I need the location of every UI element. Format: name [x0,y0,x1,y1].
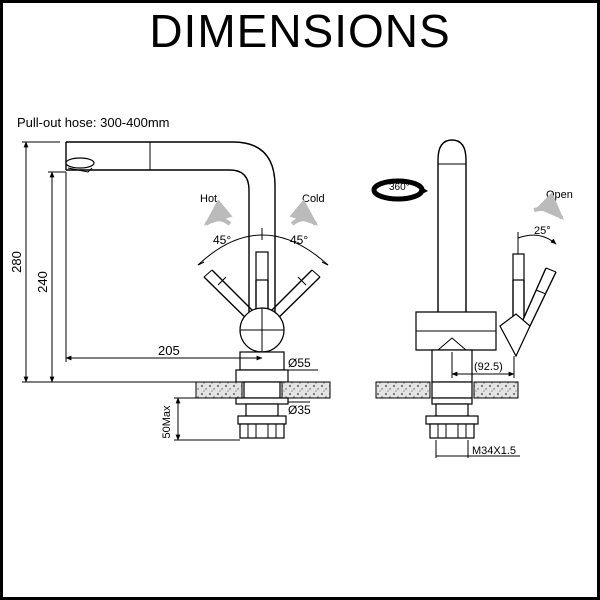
page-title: DIMENSIONS [149,5,451,57]
dim-280-label: 280 [9,251,24,273]
nozzle-tip [67,167,93,173]
angle-25-label: 25° [534,225,551,237]
angle-left-label: 45° [213,233,231,247]
countertop-right [281,381,331,399]
side-nut [425,415,479,425]
cold-label: Cold [302,193,325,205]
dim-35-label: Ø35 [288,403,311,417]
handle-arc [197,234,329,266]
side-countertop-right [473,381,519,399]
spout-outer [66,141,276,312]
curved-arrow-open-icon [533,192,564,220]
nut-body [239,423,285,439]
open-label: Open [546,189,573,201]
base-column [239,351,285,371]
countertop-left [195,381,243,399]
dim-50max-label: 50Max [161,405,173,439]
curved-arrow-right-icon [289,199,319,226]
spout-inner [66,169,250,312]
shank [245,403,279,417]
thread-label: M34X1.5 [472,445,516,457]
shank-through [243,381,281,399]
side-lever-tip [512,253,525,281]
angle-arc-25 [517,234,557,245]
dim-205-label: 205 [158,343,180,358]
base-flange [235,369,289,383]
dim-55-label: Ø55 [288,356,311,370]
dim-92-5-label: (92.5) [474,361,503,373]
angle-right-label: 45° [290,233,308,247]
side-view: 360° 25° Open (92.5) [371,139,573,458]
nut [237,415,287,425]
nozzle [65,157,95,169]
front-view: 280 240 45° 45° Hot Cold [9,141,331,441]
rotation-label: 360° [389,182,410,193]
hot-label: Hot [200,193,217,205]
washer [235,397,289,405]
hose-note: Pull-out hose: 300-400mm [17,115,170,130]
rotation-arrow-icon [371,178,428,202]
side-countertop-left [375,381,431,399]
spout-column [437,139,467,312]
dim-240-label: 240 [35,271,50,293]
curved-arrow-left-icon [203,199,233,226]
lever-center [255,251,269,316]
lever-hub [499,313,531,358]
side-lever-open [521,267,557,327]
